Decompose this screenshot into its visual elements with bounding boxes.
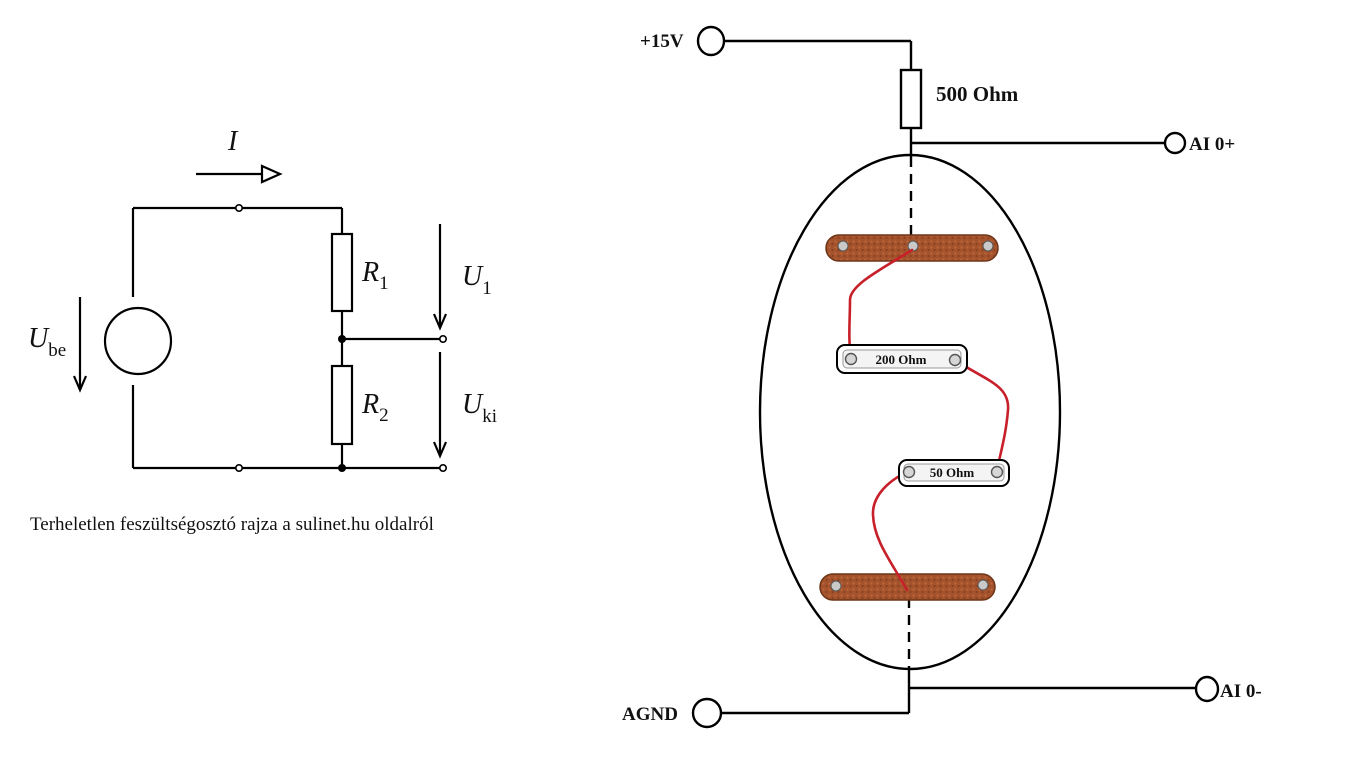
series-resistor-symbol <box>899 68 923 130</box>
resistor-200-label: 200 Ohm <box>876 352 927 367</box>
u1-label: U1 <box>462 261 492 299</box>
junction-dot-bottom <box>338 464 346 472</box>
junction-dot-mid <box>338 335 346 343</box>
ground-label: AGND <box>622 704 678 725</box>
schematic-caption: Terheletlen feszültségosztó rajza a suli… <box>30 514 434 535</box>
red-wire-2 <box>953 358 1010 472</box>
ground-terminal <box>691 697 723 729</box>
voltage-source-symbol <box>103 306 173 376</box>
supply-terminal <box>696 25 726 57</box>
uki-arrow-head <box>432 441 448 459</box>
red-wire-3 <box>871 470 909 592</box>
output-terminal-top <box>438 334 447 343</box>
current-label: I <box>227 126 239 157</box>
series-resistor-label: 500 Ohm <box>936 82 1019 106</box>
r2-label: R2 <box>361 389 389 426</box>
measurement-wiring-diagram <box>691 25 1220 729</box>
source-voltage-label: Ube <box>28 323 66 361</box>
resistor-50-ohm: 50 Ohm <box>898 459 1010 487</box>
bottom-terminal <box>235 463 244 472</box>
top-terminal <box>235 204 244 213</box>
ai-plus-label: AI 0+ <box>1189 134 1235 155</box>
r1-resistor-symbol <box>330 232 354 313</box>
source-voltage-arrow-head <box>72 375 88 393</box>
resistor-50-label: 50 Ohm <box>930 465 975 480</box>
voltage-divider-schematic <box>72 164 448 472</box>
uki-label: Uki <box>462 389 497 427</box>
bottom-copper-electrode <box>819 573 996 601</box>
red-wire-1 <box>848 248 914 358</box>
red-jumper-wires <box>848 248 1010 592</box>
r2-resistor-symbol <box>330 364 354 446</box>
resistor-200-ohm: 200 Ohm <box>836 344 968 374</box>
output-terminal-bottom <box>438 463 447 472</box>
current-arrow-head <box>260 164 283 184</box>
ai-minus-label: AI 0- <box>1220 681 1262 702</box>
ai-minus-terminal <box>1194 675 1220 703</box>
supply-voltage-label: +15V <box>640 31 684 52</box>
ai-plus-terminal <box>1163 131 1187 155</box>
u1-arrow-head <box>432 313 448 331</box>
top-copper-electrode <box>825 234 999 262</box>
r1-label: R1 <box>361 257 389 294</box>
